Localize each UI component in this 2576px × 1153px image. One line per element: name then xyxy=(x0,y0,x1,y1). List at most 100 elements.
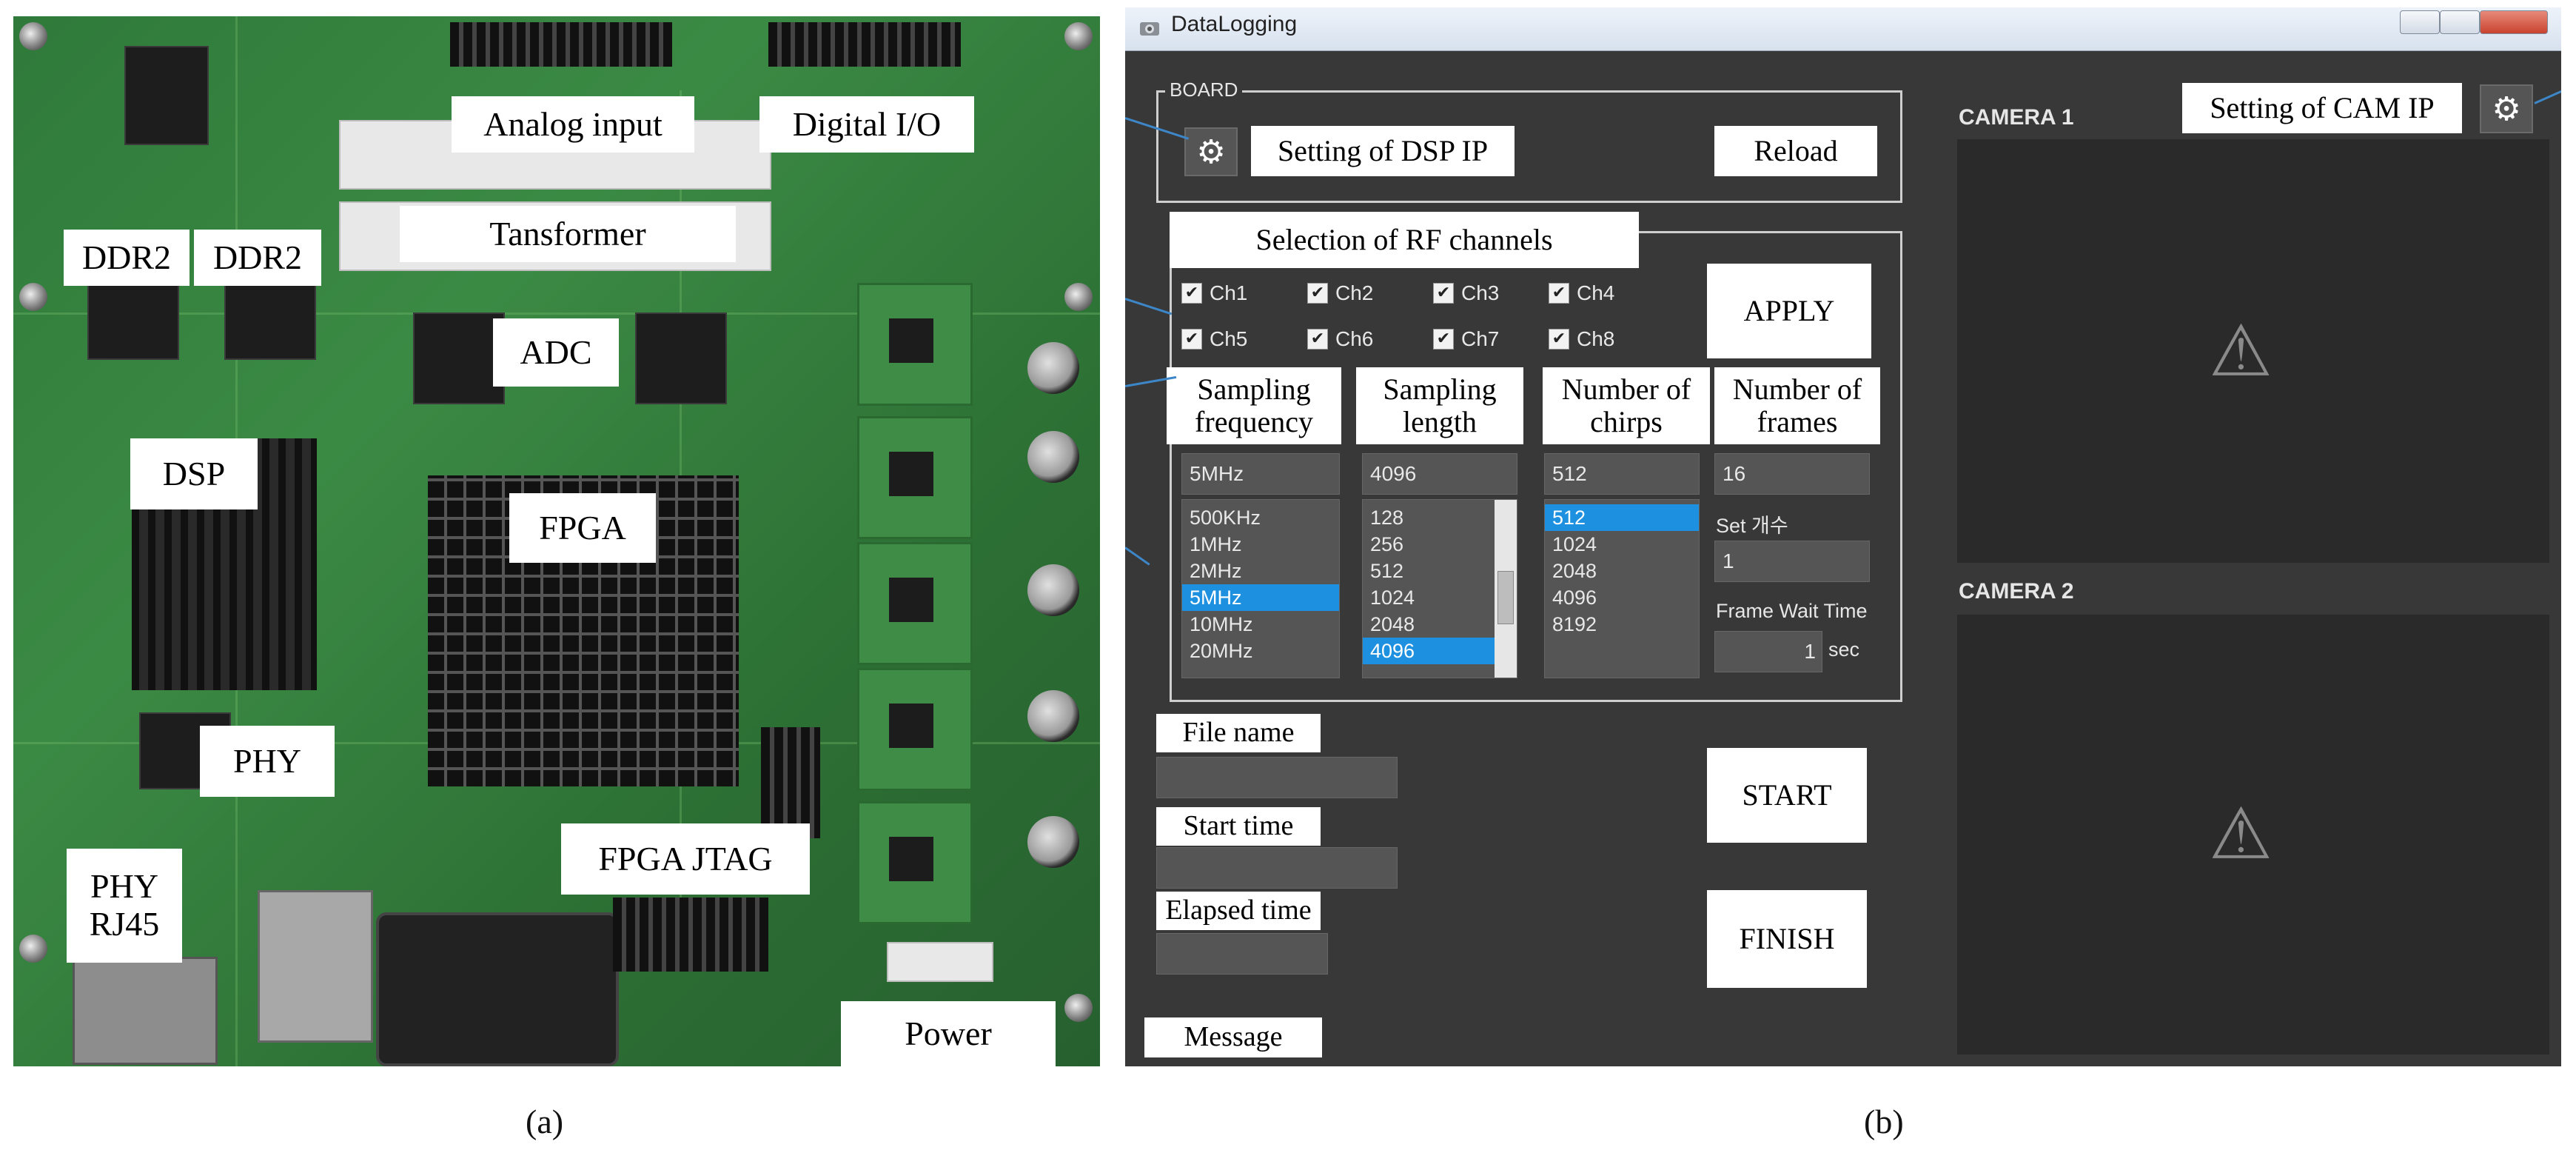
frames-field[interactable]: 16 xyxy=(1714,453,1870,495)
length-list[interactable]: 128 256 512 1024 2048 4096 xyxy=(1362,499,1517,678)
list-item[interactable]: 1MHz xyxy=(1190,533,1242,555)
list-item[interactable]: 128 xyxy=(1370,507,1404,529)
checkbox-check-icon: ✔ xyxy=(1181,283,1202,304)
list-item[interactable]: 256 xyxy=(1370,533,1404,555)
label-fpga: FPGA xyxy=(509,493,656,563)
selection-rf-channels-label: Selection of RF channels xyxy=(1170,212,1639,268)
checkbox-check-icon: ✔ xyxy=(1181,329,1202,350)
elapsed-time-label: Elapsed time xyxy=(1156,892,1321,930)
maximize-button[interactable] xyxy=(2440,10,2480,34)
callout-line xyxy=(1125,547,1150,566)
number-of-frames-label: Number of frames xyxy=(1714,367,1880,444)
close-button[interactable] xyxy=(2480,10,2548,34)
list-item[interactable]: 1024 xyxy=(1370,586,1415,609)
checkbox-check-icon: ✔ xyxy=(1549,329,1569,350)
camera-2-label: CAMERA 2 xyxy=(1959,579,2074,604)
list-item[interactable]: 2MHz xyxy=(1190,560,1242,582)
channel-4-checkbox[interactable]: ✔Ch4 xyxy=(1549,281,1614,305)
gear-icon: ⚙ xyxy=(2492,90,2521,128)
label-ddr2-left: DDR2 xyxy=(64,230,189,286)
sampling-length-label: Sampling length xyxy=(1356,367,1523,444)
checkbox-check-icon: ✔ xyxy=(1433,283,1454,304)
checkbox-check-icon: ✔ xyxy=(1433,329,1454,350)
label-fpga-jtag: FPGA JTAG xyxy=(561,823,810,895)
channel-5-checkbox[interactable]: ✔Ch5 xyxy=(1181,327,1247,351)
apply-button[interactable]: APPLY xyxy=(1707,264,1871,358)
file-name-field[interactable] xyxy=(1156,757,1398,798)
list-item[interactable]: 8192 xyxy=(1552,613,1597,635)
datalogging-window: DataLogging BOARD ⚙ Setting of DSP IP Re… xyxy=(1125,7,2561,1066)
elapsed-time-field xyxy=(1156,933,1328,975)
callout-line xyxy=(2534,90,2561,104)
title-bar: DataLogging xyxy=(1125,7,2561,51)
frame-wait-time-label: Frame Wait Time xyxy=(1716,600,1868,622)
channel-1-checkbox[interactable]: ✔Ch1 xyxy=(1181,281,1247,305)
camera-1-label: CAMERA 1 xyxy=(1959,105,2074,130)
app-icon xyxy=(1140,22,1159,36)
checkbox-check-icon: ✔ xyxy=(1549,283,1569,304)
board-group-title: BOARD xyxy=(1165,78,1243,101)
channel-6-checkbox[interactable]: ✔Ch6 xyxy=(1307,327,1373,351)
label-phy: PHY xyxy=(200,726,335,797)
start-time-field xyxy=(1156,847,1398,889)
frame-wait-unit: sec xyxy=(1828,638,1860,661)
label-analog-input: Analog input xyxy=(452,96,694,153)
list-item[interactable]: 2048 xyxy=(1370,613,1415,635)
setting-cam-ip-label: Setting of CAM IP xyxy=(2182,83,2462,133)
label-adc: ADC xyxy=(493,318,619,387)
list-item[interactable]: 4096 xyxy=(1552,586,1597,609)
frequency-field[interactable]: 5MHz xyxy=(1181,453,1340,495)
window-title: DataLogging xyxy=(1171,12,1298,36)
checkbox-check-icon: ✔ xyxy=(1307,283,1328,304)
minimize-button[interactable] xyxy=(2400,10,2440,34)
list-item[interactable]: 20MHz xyxy=(1190,640,1253,662)
channel-2-checkbox[interactable]: ✔Ch2 xyxy=(1307,281,1373,305)
list-item[interactable]: 1024 xyxy=(1552,533,1597,555)
list-item[interactable]: 2048 xyxy=(1552,560,1597,582)
channel-3-checkbox[interactable]: ✔Ch3 xyxy=(1433,281,1499,305)
number-of-chirps-label: Number of chirps xyxy=(1543,367,1710,444)
camera-1-view: ⚠ xyxy=(1957,139,2549,563)
length-list-scrollbar[interactable] xyxy=(1495,500,1517,678)
callout-line xyxy=(1125,298,1173,315)
list-item-selected[interactable]: 512 xyxy=(1545,504,1699,531)
channel-7-checkbox[interactable]: ✔Ch7 xyxy=(1433,327,1499,351)
sampling-frequency-label: Sampling frequency xyxy=(1167,367,1341,444)
warning-icon: ⚠ xyxy=(2209,792,2273,875)
label-tansformer: Tansformer xyxy=(400,206,736,262)
message-label: Message xyxy=(1144,1017,1322,1057)
frequency-list[interactable]: 500KHz 1MHz 2MHz 5MHz 10MHz 20MHz xyxy=(1181,499,1340,678)
label-dsp: DSP xyxy=(130,438,258,509)
caption-b: (b) xyxy=(1864,1103,1904,1140)
caption-a: (a) xyxy=(526,1103,564,1140)
list-item-selected[interactable]: 5MHz xyxy=(1182,584,1339,611)
checkbox-check-icon: ✔ xyxy=(1307,329,1328,350)
start-button[interactable]: START xyxy=(1707,748,1867,843)
chirps-field[interactable]: 512 xyxy=(1544,453,1700,495)
setting-dsp-ip-label: Setting of DSP IP xyxy=(1251,126,1515,176)
gear-icon: ⚙ xyxy=(1196,133,1226,171)
channel-8-checkbox[interactable]: ✔Ch8 xyxy=(1549,327,1614,351)
pcb-photo: Analog input Digital I/O Tansformer DDR2… xyxy=(13,16,1100,1066)
label-digital-io: Digital I/O xyxy=(759,96,974,153)
camera-2-view: ⚠ xyxy=(1957,615,2549,1055)
label-ddr2-right: DDR2 xyxy=(194,230,321,286)
scrollbar-thumb[interactable] xyxy=(1497,571,1514,624)
finish-button[interactable]: FINISH xyxy=(1707,890,1867,988)
label-phy-rj45: PHY RJ45 xyxy=(67,849,182,963)
chirps-list[interactable]: 512 1024 2048 4096 8192 xyxy=(1544,499,1700,678)
dsp-ip-settings-button[interactable]: ⚙ xyxy=(1184,127,1238,176)
frame-wait-time-field[interactable]: 1 xyxy=(1714,631,1822,672)
set-count-field[interactable]: 1 xyxy=(1714,541,1870,582)
length-field[interactable]: 4096 xyxy=(1362,453,1517,495)
list-item[interactable]: 10MHz xyxy=(1190,613,1253,635)
start-time-label: Start time xyxy=(1156,807,1321,846)
reload-button[interactable]: Reload xyxy=(1714,126,1877,176)
board-group xyxy=(1156,90,1902,203)
file-name-label: File name xyxy=(1156,714,1321,752)
cam-ip-settings-button[interactable]: ⚙ xyxy=(2480,84,2533,133)
list-item[interactable]: 500KHz xyxy=(1190,507,1261,529)
list-item-selected[interactable]: 4096 xyxy=(1363,638,1495,664)
set-count-label: Set 개수 xyxy=(1716,515,1788,537)
list-item[interactable]: 512 xyxy=(1370,560,1404,582)
